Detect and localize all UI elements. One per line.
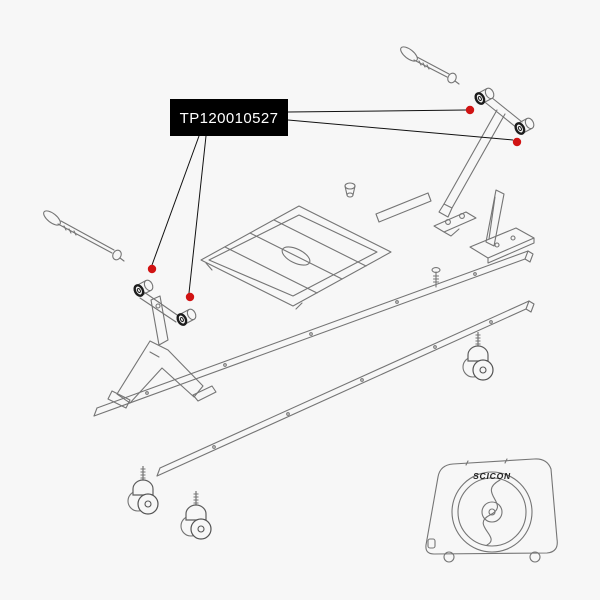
leader-line-1	[287, 109, 467, 113]
case-outline	[425, 458, 558, 555]
bracket-right	[433, 211, 477, 237]
leg-stand-left	[107, 340, 217, 409]
roller-arm-left	[139, 291, 181, 346]
case-swoosh	[482, 479, 501, 546]
marker-dot-4	[185, 292, 195, 302]
marker-dot-3	[147, 264, 157, 274]
leader-line-2	[287, 119, 514, 141]
marker-dot-2	[512, 137, 522, 147]
case-wheel-cover	[451, 471, 533, 553]
knob-bolt	[344, 182, 356, 198]
marker-dots	[147, 105, 522, 302]
bike-case-inset: SCICON	[425, 458, 558, 563]
leader-line-4	[188, 135, 207, 294]
case-wheel-cover-inner	[457, 477, 527, 547]
quick-release-skewer-left	[43, 210, 125, 262]
rail-upper	[93, 250, 534, 417]
scicon-logo-text: SCICON	[473, 471, 511, 481]
quick-release-skewer-top	[400, 46, 460, 85]
leg-stand-right	[469, 189, 535, 264]
marker-dot-1	[465, 105, 475, 115]
leader-line-3	[151, 135, 200, 266]
case-corner-block	[427, 538, 436, 549]
case-hub	[481, 501, 503, 523]
part-number-box	[170, 99, 288, 136]
leader-lines	[151, 109, 514, 294]
cargo-platform	[200, 205, 392, 310]
case-top-detail	[465, 458, 508, 466]
square-tube-right	[375, 192, 432, 223]
support-arm-right	[438, 92, 523, 218]
stem-bolt	[431, 267, 441, 288]
rail-lower	[156, 300, 535, 477]
case-rear-wheel	[529, 551, 541, 563]
part-number-label: TP120010527	[170, 99, 288, 136]
part-number-text: TP120010527	[180, 110, 279, 127]
case-front-wheel	[443, 551, 455, 563]
